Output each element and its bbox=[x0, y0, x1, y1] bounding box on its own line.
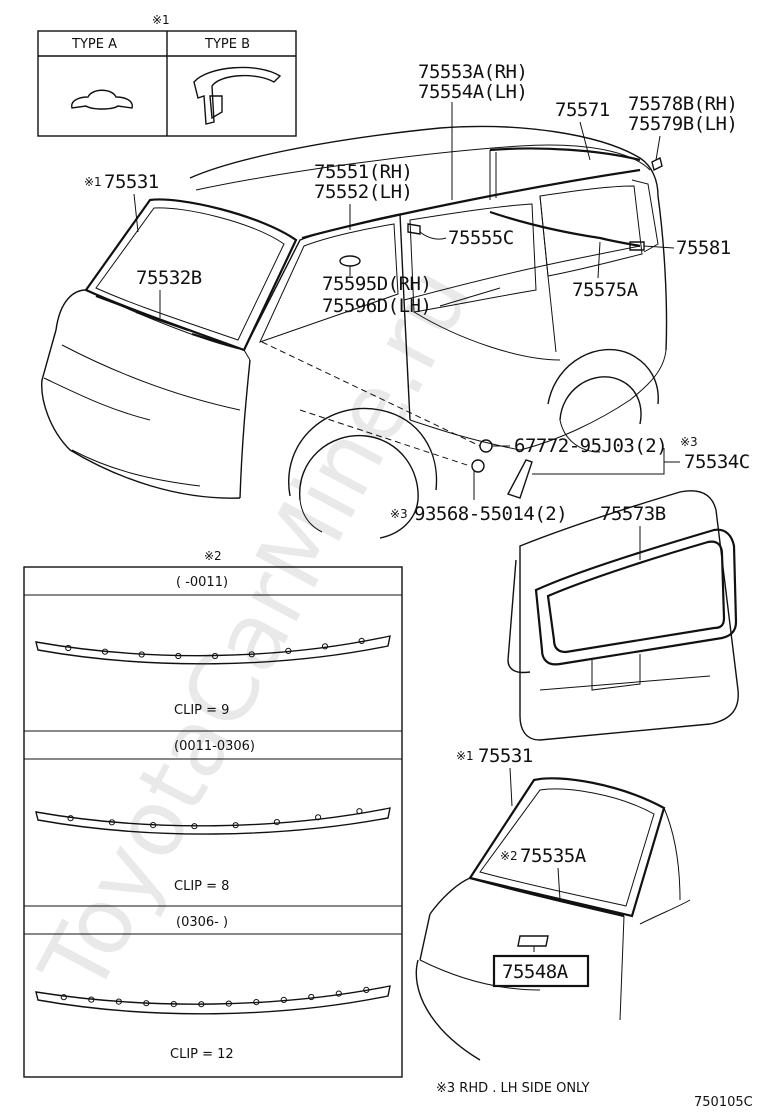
label-75531b: 75531 bbox=[478, 745, 533, 767]
label-75596d: 75596D(LH) bbox=[322, 295, 431, 317]
clip-range-1: ( -0011) bbox=[176, 575, 228, 590]
label-75571: 75571 bbox=[555, 99, 610, 121]
label-75552: 75552(LH) bbox=[314, 181, 412, 203]
label-75575a: 75575A bbox=[572, 279, 639, 301]
clip-hole bbox=[285, 647, 292, 655]
emblem-75548 bbox=[517, 935, 549, 947]
label-75535-mark: ※2 bbox=[500, 849, 518, 863]
label-75554a: 75554A(LH) bbox=[418, 81, 527, 103]
label-75595d: 75595D(RH) bbox=[322, 273, 431, 295]
back-door-upper-moulding bbox=[489, 147, 641, 162]
clip-hole bbox=[115, 998, 122, 1005]
grommet-93568 bbox=[471, 459, 485, 473]
label-67772: 67772-95J03(2) bbox=[514, 435, 667, 457]
bracket-75534 bbox=[506, 459, 533, 499]
clip-count-2: CLIP = 8 bbox=[174, 879, 229, 894]
diagram-code: 750105C bbox=[694, 1095, 753, 1110]
clip-hole bbox=[67, 815, 74, 822]
clip-count-3: CLIP = 12 bbox=[170, 1047, 234, 1062]
clip-range-3: (0306- ) bbox=[176, 915, 228, 930]
clip-box: ※2 ( -0011) (0011-0306) (0306- ) CLIP = … bbox=[23, 549, 403, 1078]
rear-view: ※1 75531 ※2 75535A 75548A bbox=[415, 745, 691, 1061]
clip-hole bbox=[170, 1001, 177, 1008]
label-75548a: 75548A bbox=[502, 961, 569, 983]
label-75555c: 75555C bbox=[448, 227, 514, 249]
clip-hole bbox=[211, 652, 219, 660]
label-75553a: 75553A(RH) bbox=[418, 61, 527, 83]
clip-hole bbox=[232, 822, 239, 829]
label-75531-mark: ※1 bbox=[84, 175, 102, 189]
moulding-strip-1 bbox=[35, 635, 391, 665]
clip-hole bbox=[280, 996, 287, 1004]
label-75535a: 75535A bbox=[520, 845, 587, 867]
screw-67772 bbox=[479, 439, 493, 453]
label-75534c: 75534C bbox=[684, 451, 750, 473]
clip-hole bbox=[198, 1001, 205, 1008]
clip-hole bbox=[138, 651, 145, 658]
clip-hole bbox=[273, 819, 280, 826]
clip-hole bbox=[225, 1000, 232, 1007]
belt-moulding bbox=[489, 210, 641, 248]
clip-hole bbox=[321, 643, 329, 650]
clip-hole bbox=[60, 994, 67, 1001]
label-75534-mark: ※3 bbox=[680, 435, 698, 449]
clip-hole bbox=[248, 651, 255, 658]
label-75573b: 75573B bbox=[600, 503, 666, 525]
label-93568: 93568-55014(2) bbox=[414, 503, 567, 525]
clip-hole bbox=[143, 1000, 150, 1007]
clip-hole bbox=[150, 822, 157, 829]
type-box-mark: ※1 bbox=[152, 13, 170, 27]
clip-hole bbox=[175, 652, 182, 660]
highlight-75548a bbox=[492, 954, 590, 988]
part-75581-mark bbox=[629, 241, 645, 251]
clip-hole bbox=[315, 814, 322, 821]
moulding-strip-3 bbox=[35, 985, 391, 1015]
part-75555-mark bbox=[407, 223, 421, 235]
clip-hole bbox=[358, 637, 365, 645]
clip-box-mark: ※2 bbox=[204, 549, 222, 563]
clip-hole bbox=[335, 990, 342, 997]
clip-hole bbox=[363, 986, 370, 994]
clip-hole bbox=[356, 808, 363, 815]
back-door: 75573B bbox=[507, 490, 739, 741]
clip-hole bbox=[253, 999, 260, 1006]
clip-hole bbox=[308, 993, 315, 1001]
roof-drip-moulding bbox=[301, 168, 641, 240]
part-75578-mark bbox=[651, 156, 663, 172]
clip-hole bbox=[191, 823, 198, 830]
rear-moulding-75535 bbox=[469, 876, 625, 918]
clip-hole bbox=[88, 996, 95, 1003]
label-75578b: 75578B(RH) bbox=[628, 93, 737, 115]
type-a-label: TYPE A bbox=[71, 37, 117, 52]
clip-hole bbox=[108, 819, 116, 826]
type-box: ※1 TYPE A TYPE B bbox=[37, 13, 297, 137]
clip-count-1: CLIP = 9 bbox=[174, 703, 229, 718]
clip-range-2: (0011-0306) bbox=[174, 739, 255, 754]
clip-hole bbox=[65, 644, 72, 652]
clip-75595 bbox=[339, 255, 361, 267]
label-75531b-mark: ※1 bbox=[456, 749, 474, 763]
type-b-label: TYPE B bbox=[204, 37, 250, 52]
label-75551: 75551(RH) bbox=[314, 161, 412, 183]
cowl-moulding bbox=[95, 294, 239, 350]
label-75581: 75581 bbox=[676, 237, 731, 259]
label-75532b: 75532B bbox=[136, 267, 202, 289]
label-75531: 75531 bbox=[104, 171, 159, 193]
rear-frame-moulding bbox=[489, 150, 497, 200]
moulding-strip-2 bbox=[35, 807, 391, 835]
label-93568-mark: ※3 bbox=[390, 507, 408, 521]
type-a-profile bbox=[71, 89, 133, 110]
watermark: ToyotaCarMine.ru bbox=[19, 250, 491, 1011]
label-75579b: 75579B(LH) bbox=[628, 113, 737, 135]
type-b-profile bbox=[193, 66, 282, 125]
footnote: ※3 RHD . LH SIDE ONLY bbox=[436, 1081, 590, 1096]
fastener-group: 67772-95J03(2) ※3 75534C ※3 93568-55014(… bbox=[390, 435, 750, 525]
clip-hole bbox=[101, 648, 109, 655]
